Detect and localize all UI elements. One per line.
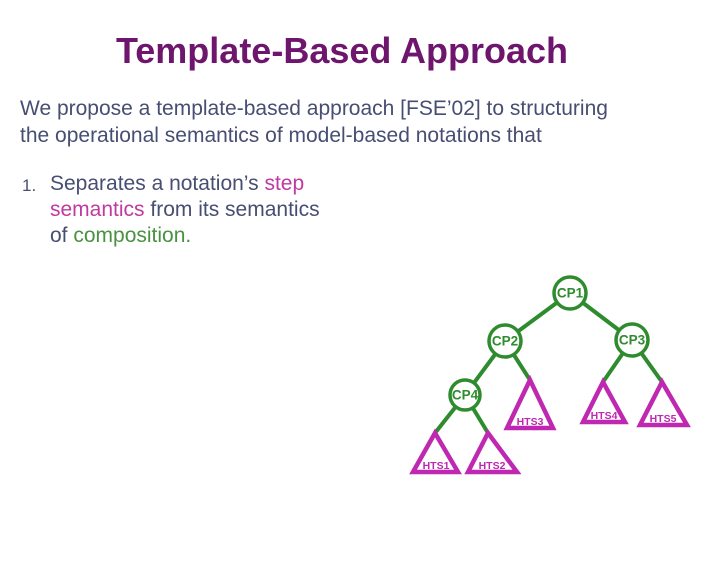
slide-title: Template-Based Approach <box>115 30 569 71</box>
list-line-3: of composition. <box>50 223 320 249</box>
tree-node-label-hts5: HTS5 <box>650 413 677 425</box>
plain-text: of <box>50 224 74 247</box>
list-item-1: 1. Separates a notation’s step semantics… <box>22 171 720 249</box>
highlighted-text: step <box>264 172 305 195</box>
highlighted-text: composition. <box>73 224 192 247</box>
plain-text: from its semantics <box>144 198 320 221</box>
tree-node-hts2 <box>464 428 522 475</box>
tree-node-label-cp4: CP4 <box>452 388 479 403</box>
tree-node-cp4 <box>448 378 482 412</box>
list-line-1: Separates a notation’s step <box>50 171 320 197</box>
list-item-text: Separates a notation’s step semantics fr… <box>50 171 320 249</box>
tree-node-label-hts1: HTS1 <box>423 460 450 472</box>
tree-node-label-hts3: HTS3 <box>517 416 544 428</box>
tree-node-cp3 <box>614 322 650 358</box>
tree-node-hts4 <box>579 377 629 425</box>
highlighted-text: semantics <box>50 198 145 221</box>
tree-node-cp2 <box>487 323 523 359</box>
tree-node-label-hts4: HTS4 <box>591 410 618 422</box>
tree-node-label-cp3: CP3 <box>619 333 646 348</box>
tree-node-label-cp1: CP1 <box>557 286 584 301</box>
tree-node-label-cp2: CP2 <box>492 334 518 349</box>
intro-line-2: the operational semantics of model-based… <box>20 124 542 147</box>
tree-node-cp1 <box>552 275 588 311</box>
intro-line-1: We propose a template-based approach [FS… <box>20 97 608 120</box>
list-item-number: 1. <box>22 176 37 195</box>
tree-node-label-hts2: HTS2 <box>479 460 506 472</box>
tree-node-hts1 <box>409 428 462 475</box>
list-line-2: semantics from its semantics <box>50 197 320 223</box>
tree-node-hts5 <box>636 377 691 428</box>
intro-paragraph: We propose a template-based approach [FS… <box>20 95 720 149</box>
plain-text: Separates a notation’s <box>50 172 265 195</box>
tree-node-hts3 <box>503 374 557 431</box>
